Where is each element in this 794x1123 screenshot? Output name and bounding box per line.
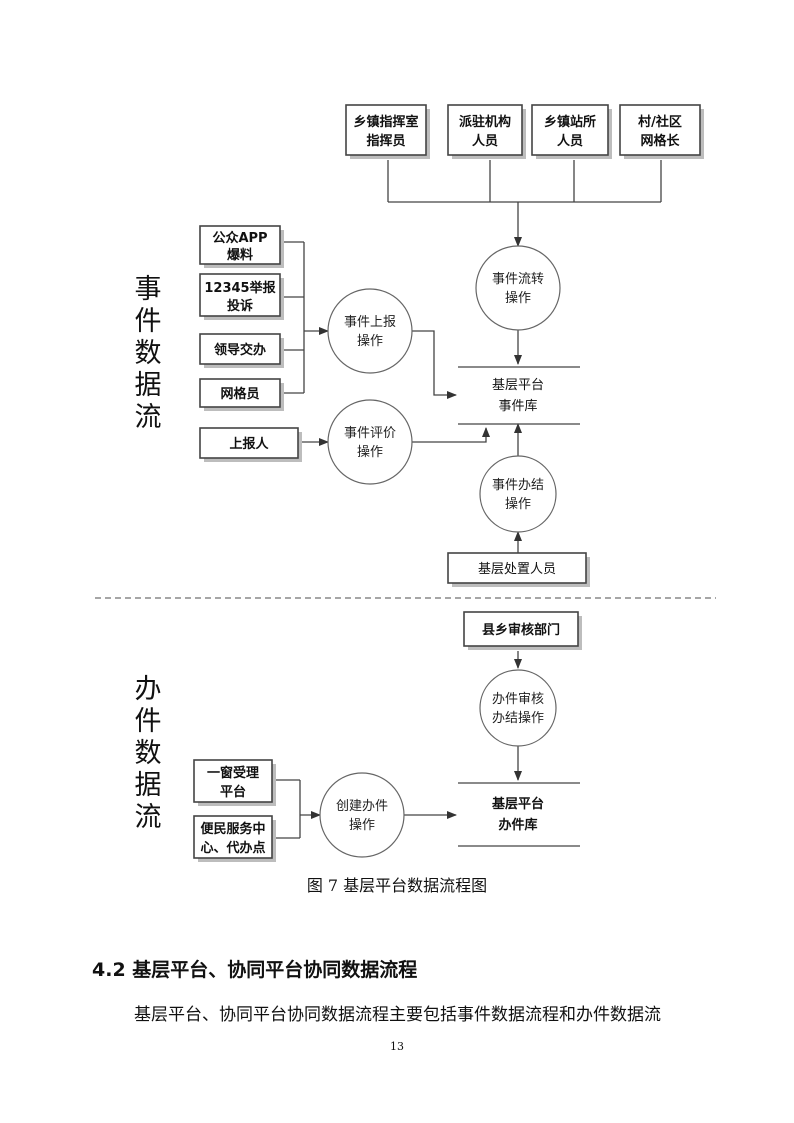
handler-box: 基层处置人员 [447,552,590,587]
role-box-grid-leader: 村/社区 网格长 [619,104,704,159]
box-text: 心、代办点 [200,840,265,856]
case-data-store: 基层平台 办件库 [458,782,580,847]
process-circle-transfer: 事件流转 操作 [475,245,561,331]
box-text: 派驻机构 [459,114,511,130]
side-char: 据 [135,370,162,401]
side-char: 数 [135,738,162,769]
side-char: 件 [135,706,162,737]
box-text: 县乡审核部门 [482,622,560,638]
circle-text: 操作 [357,444,383,460]
box-text: 平台 [220,784,246,800]
circle-text: 操作 [349,817,375,833]
store-text: 事件库 [498,398,537,414]
box-text: 网格员 [220,386,259,402]
circle-text: 操作 [505,496,531,512]
box-text: 村/社区 [638,114,682,130]
source-box-grid-member: 网格员 [199,378,284,411]
side-char: 流 [135,402,162,433]
box-text: 乡镇站所 [544,114,596,130]
box-text: 网格长 [640,133,680,149]
box-text: 基层处置人员 [478,562,556,577]
box-text: 指挥员 [366,133,405,149]
box-text: 上报人 [229,436,269,452]
box-text: 便民服务中 [200,821,265,837]
event-data-store: 基层平台 事件库 [458,366,580,425]
box-text: 人员 [557,133,583,149]
event-flow-side-label: 事 件 数 据 流 [135,274,162,433]
process-circle-create: 创建办件 操作 [319,772,405,858]
review-department-box: 县乡审核部门 [463,611,582,650]
source-box-one-window: 一窗受理 平台 [193,759,276,806]
case-flow-side-label: 办 件 数 据 流 [135,674,162,833]
box-text: 一窗受理 [207,765,259,781]
page-number: 13 [390,1040,404,1053]
box-text: 公众APP [212,230,267,246]
box-text: 乡镇指挥室 [353,114,418,130]
side-char: 件 [135,306,162,337]
circle-text: 事件办结 [492,478,544,493]
box-text: 人员 [472,133,498,149]
circle-text: 事件评价 [344,426,396,441]
store-text: 基层平台 [491,796,544,812]
circle-text: 办结操作 [492,710,544,726]
side-char: 据 [135,770,162,801]
circle-text: 操作 [357,333,383,349]
store-text: 基层平台 [492,378,544,393]
source-box-leader-assigned: 领导交办 [199,333,284,368]
box-text: 投诉 [227,298,253,314]
reporter-box: 上报人 [199,427,302,462]
section-heading: 4.2 基层平台、协同平台协同数据流程 [92,959,418,981]
role-box-stationed-staff: 派驻机构 人员 [447,104,526,159]
role-box-station-staff: 乡镇站所 人员 [531,104,612,159]
body-paragraph: 基层平台、协同平台协同数据流程主要包括事件数据流程和办件数据流 [134,1005,661,1025]
process-circle-report: 事件上报 操作 [327,288,413,374]
source-box-public-app: 公众APP 爆料 [199,225,284,268]
side-char: 流 [135,802,162,833]
circle-text: 事件流转 [492,272,544,287]
role-box-command-officer: 乡镇指挥室 指挥员 [345,104,430,159]
side-char: 事 [135,274,162,305]
circle-text: 事件上报 [344,315,396,330]
box-text: 爆料 [227,247,253,263]
store-text: 办件库 [498,817,537,833]
process-circle-review: 办件审核 办结操作 [479,669,557,747]
circle-text: 创建办件 [336,799,388,814]
case-flow-connectors [276,651,522,839]
figure-caption: 图 7 基层平台数据流程图 [306,876,488,895]
data-flow-diagram: 事 件 数 据 流 办 件 数 据 流 乡镇指挥室 指挥员 派驻机构 人员 乡镇… [95,104,716,862]
process-circle-close: 事件办结 操作 [479,455,557,533]
process-circle-evaluate: 事件评价 操作 [327,399,413,485]
side-char: 办 [135,674,162,705]
event-flow-connectors [284,160,662,553]
side-char: 数 [135,338,162,369]
source-box-12345-hotline: 12345举报 投诉 [199,273,284,320]
box-text: 领导交办 [214,342,266,358]
source-box-service-center: 便民服务中 心、代办点 [193,815,276,862]
circle-text: 操作 [505,290,531,306]
box-text: 12345举报 [204,280,276,296]
circle-text: 办件审核 [492,692,544,707]
